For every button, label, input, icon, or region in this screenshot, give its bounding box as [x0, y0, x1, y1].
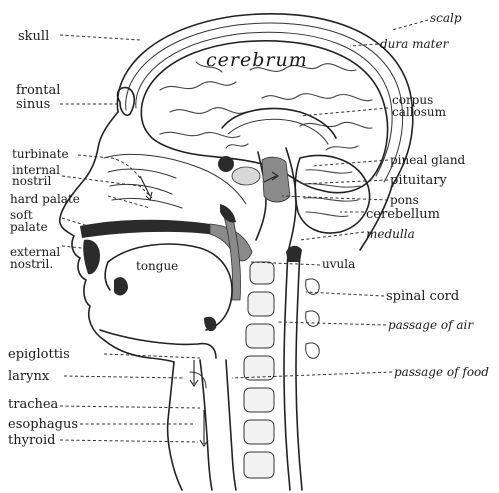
- face-profile: [60, 112, 182, 490]
- label-cerebrum: cerebrum: [206, 49, 308, 71]
- label-skull: skull: [18, 29, 49, 44]
- tongue: [83, 240, 232, 332]
- label-medulla: medulla: [366, 227, 415, 241]
- label-hard-palate: hard palate: [10, 192, 80, 206]
- vertebrae: [244, 262, 319, 478]
- label-thyroid: thyroid: [8, 433, 55, 448]
- label-uvula: uvula: [322, 257, 355, 271]
- cerebellum: [295, 156, 369, 233]
- label-esophagus: esophagus: [8, 417, 78, 432]
- label-pineal-gland: pineal gland: [390, 153, 466, 167]
- label-turbinate: turbinate: [12, 147, 69, 161]
- label-spinal-cord: spinal cord: [386, 289, 459, 304]
- label-tongue: tongue: [136, 259, 178, 273]
- label-internal-nostril-line2: nostril: [12, 174, 52, 188]
- label-scalp: scalp: [430, 11, 462, 25]
- label-pons: pons: [390, 193, 419, 207]
- label-pituitary: pituitary: [390, 173, 447, 188]
- label-soft-palate-line2: palate: [10, 220, 48, 234]
- label-corpus-callosum-line2: callosum: [392, 105, 447, 119]
- label-external-nostril-line2: nostril.: [10, 257, 53, 271]
- label-cerebellum: cerebellum: [366, 207, 440, 222]
- label-frontal-sinus-line1: frontal: [16, 83, 60, 98]
- label-passage-of-air: passage of air: [388, 318, 474, 332]
- leader-lines-left: [60, 35, 200, 442]
- label-larynx: larynx: [8, 369, 50, 384]
- label-frontal-sinus-line2: sinus: [16, 97, 50, 112]
- pharynx: [220, 204, 241, 300]
- label-passage-of-food: passage of food: [394, 365, 489, 379]
- spinal-cord: [284, 246, 302, 490]
- jaw: [100, 330, 236, 490]
- label-dura-mater: dura mater: [380, 37, 450, 51]
- label-epiglottis: epiglottis: [8, 347, 70, 362]
- label-trachea: trachea: [8, 397, 59, 412]
